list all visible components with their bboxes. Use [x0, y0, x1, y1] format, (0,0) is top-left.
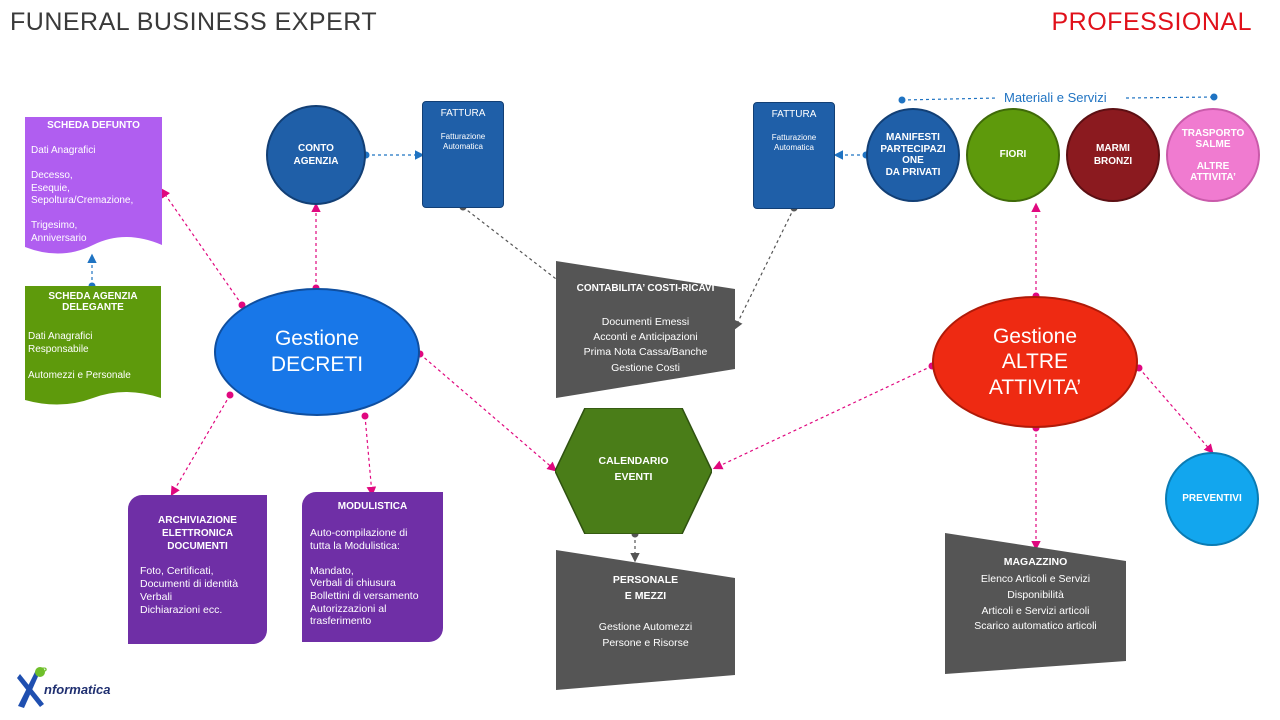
preventivi-label: PREVENTIVI [1182, 493, 1242, 505]
preventivi-node[interactable]: PREVENTIVI [1165, 452, 1259, 546]
link-altre-preventivi [1138, 367, 1214, 454]
link-decreti-calendario [419, 353, 557, 472]
fattura-left-body: Fatturazione Automatica [440, 132, 486, 151]
trasporto-label: TRASPORTO SALME ALTRE ATTIVITA’ [1181, 127, 1245, 183]
fattura-left-node[interactable]: FATTURA Fatturazione Automatica [422, 101, 504, 208]
modulistica-title: MODULISTICA [337, 501, 408, 512]
fiori-node[interactable]: FIORI [966, 108, 1060, 202]
app-title: FUNERAL BUSINESS EXPERT [10, 8, 378, 36]
contabilita-node[interactable]: CONTABILITA’ COSTI-RICAVI Documenti Emes… [556, 261, 735, 398]
fattura-left-title: FATTURA [440, 108, 486, 119]
manifesti-label: MANIFESTI PARTECIPAZI ONE DA PRIVATI [880, 132, 946, 178]
gestione-altre-node[interactable]: Gestione ALTRE ATTIVITA’ [932, 296, 1138, 428]
link-materiali-right [1125, 96, 1215, 99]
modulistica-body: Auto-compilazione di tutta la Modulistic… [310, 527, 419, 628]
scheda-defunto-body: Dati Anagrafici Decesso, Esequie, Sepolt… [31, 145, 134, 244]
conto-agenzia-label: CONTO AGENZIA [293, 142, 339, 168]
scheda-agenzia-body: Dati Anagrafici Responsabile Automezzi e… [28, 331, 131, 381]
scheda-defunto-card[interactable]: SCHEDA DEFUNTO Dati Anagrafici Decesso, … [25, 117, 162, 257]
marmi-label: MARMI BRONZI [1093, 142, 1133, 168]
calendario-node[interactable]: CALENDARIO EVENTI [555, 408, 712, 534]
gestione-altre-label: Gestione ALTRE ATTIVITA’ [988, 325, 1082, 399]
modulistica-node[interactable]: MODULISTICA Auto-compilazione di tutta l… [302, 492, 443, 642]
conto-agenzia-node[interactable]: CONTO AGENZIA [266, 105, 366, 205]
edition-label: PROFESSIONAL [1051, 8, 1252, 36]
logo-text: nformatica [44, 682, 111, 697]
svg-text:P: P [41, 666, 47, 676]
xinformatica-logo: P nformatica [14, 660, 134, 710]
archiviazione-node[interactable]: ARCHIVIAZIONE ELETTRONICA DOCUMENTI Foto… [128, 495, 267, 644]
fattura-right-node[interactable]: FATTURA Fatturazione Automatica [753, 102, 835, 209]
personale-node[interactable]: PERSONALE E MEZZI Gestione Automezzi Per… [556, 550, 735, 690]
fattura-right-title: FATTURA [771, 109, 817, 120]
magazzino-body: Elenco Articoli e Servizi Disponibilità … [974, 573, 1097, 633]
gestione-decreti-label: Gestione DECRETI [270, 326, 364, 376]
link-altre-calendario [712, 365, 933, 470]
fattura-right-body: Fatturazione Automatica [771, 133, 817, 152]
scheda-agenzia-title: SCHEDA AGENZIA DELEGANTE [48, 291, 138, 313]
link-decreti-defunto [160, 188, 243, 306]
link-decreti-modulistica [364, 415, 377, 497]
personale-body: Gestione Automezzi Persone e Risorse [598, 621, 693, 649]
scheda-defunto-title: SCHEDA DEFUNTO [47, 120, 140, 131]
link-fattura-contabilita-right [733, 207, 795, 331]
link-materiali-left [901, 97, 999, 101]
calendario-label: CALENDARIO EVENTI [598, 455, 669, 483]
personale-title: PERSONALE E MEZZI [612, 574, 679, 603]
marmi-node[interactable]: MARMI BRONZI [1066, 108, 1160, 202]
trasporto-node[interactable]: TRASPORTO SALME ALTRE ATTIVITA’ [1166, 108, 1260, 202]
fiori-label: FIORI [999, 149, 1027, 161]
contabilita-body: Documenti Emessi Acconti e Anticipazioni… [583, 316, 708, 374]
logo-x-icon: P [17, 666, 47, 708]
link-fattura-contabilita [462, 206, 561, 283]
magazzino-title: MAGAZZINO [1003, 556, 1068, 568]
archiviazione-title: ARCHIVIAZIONE ELETTRONICA DOCUMENTI [158, 515, 237, 552]
materiali-servizi-label: Materiali e Servizi [1000, 90, 1111, 105]
gestione-decreti-node[interactable]: Gestione DECRETI [214, 288, 420, 416]
archiviazione-body: Foto, Certificati, Documenti di identità… [140, 565, 239, 617]
magazzino-node[interactable]: MAGAZZINO Elenco Articoli e Servizi Disp… [945, 533, 1126, 674]
manifesti-node[interactable]: MANIFESTI PARTECIPAZI ONE DA PRIVATI [866, 108, 960, 202]
link-decreti-archiviazione [170, 394, 231, 497]
contabilita-title: CONTABILITA’ COSTI-RICAVI [576, 283, 715, 294]
scheda-agenzia-card[interactable]: SCHEDA AGENZIA DELEGANTE Dati Anagrafici… [25, 286, 161, 408]
